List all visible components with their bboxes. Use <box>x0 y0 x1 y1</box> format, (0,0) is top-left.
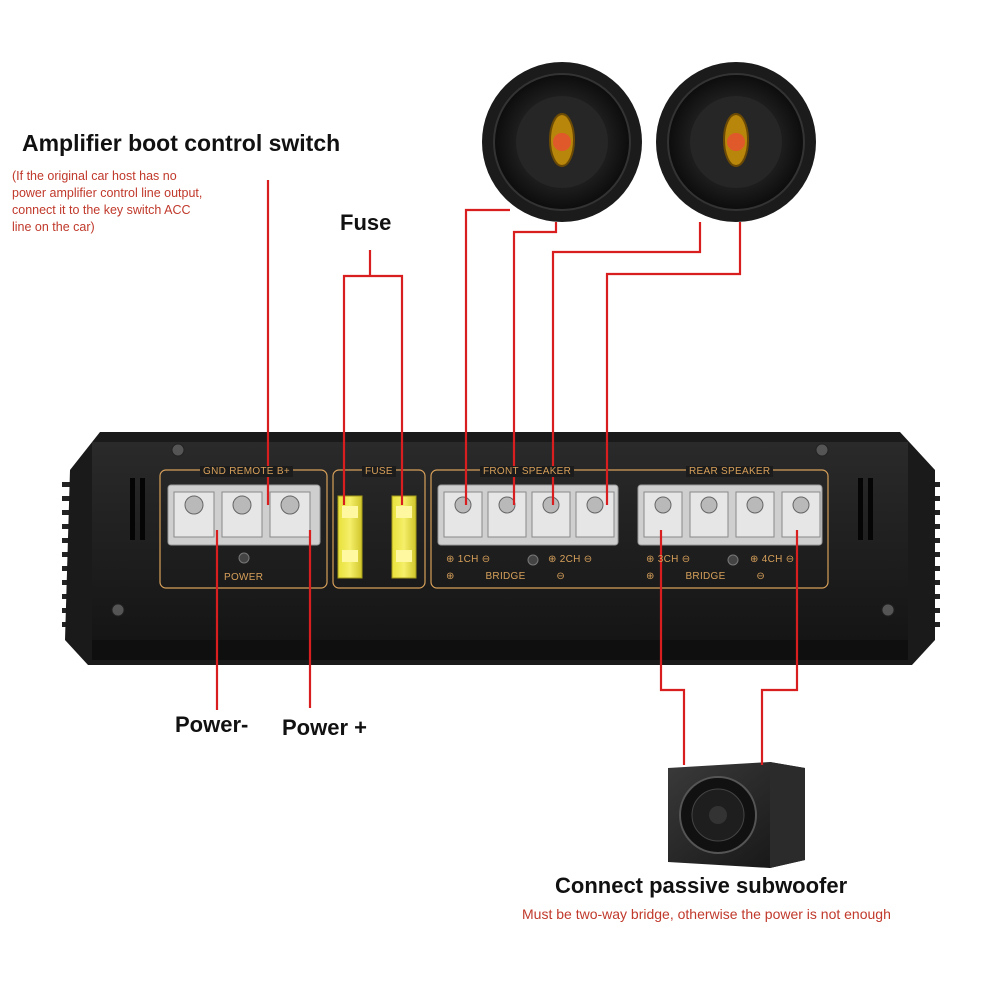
switch-note: (If the original car host has no power a… <box>12 168 262 236</box>
front-speaker-header: FRONT SPEAKER <box>480 466 575 477</box>
fuse-label: Fuse <box>340 210 392 235</box>
ch3-label: ⊕ 3CH ⊖ <box>646 554 691 565</box>
bridge-rear-label: ⊕ BRIDGE ⊖ <box>646 571 766 582</box>
switch-note-line: power amplifier control line output, <box>12 186 203 200</box>
switch-note-line: line on the car) <box>12 220 95 234</box>
front-speaker-right <box>656 62 816 222</box>
ch4-label: ⊕ 4CH ⊖ <box>750 554 795 565</box>
front-speaker-left <box>482 62 642 222</box>
subwoofer-note: Must be two-way bridge, otherwise the po… <box>522 906 891 922</box>
wiring-lines <box>215 180 799 765</box>
rear-speaker-header: REAR SPEAKER <box>686 466 774 477</box>
switch-note-line: connect it to the key switch ACC <box>12 203 191 217</box>
power-footer: POWER <box>224 572 264 583</box>
ch1-label: ⊕ 1CH ⊖ <box>446 554 491 565</box>
fuse-header: FUSE <box>362 466 396 477</box>
subwoofer-title: Connect passive subwoofer <box>555 873 848 898</box>
power-plus-label: Power + <box>282 715 367 740</box>
switch-note-line: (If the original car host has no <box>12 169 177 183</box>
bridge-front-label: ⊕ BRIDGE ⊖ <box>446 571 566 582</box>
power-minus-label: Power- <box>175 712 249 737</box>
ch2-label: ⊕ 2CH ⊖ <box>548 554 593 565</box>
fuses <box>337 495 417 579</box>
subwoofer-box <box>668 762 805 868</box>
power-header: GND REMOTE B+ <box>200 466 293 477</box>
speaker-terminals <box>437 484 823 566</box>
switch-title: Amplifier boot control switch <box>22 130 341 156</box>
power-terminals <box>167 484 321 564</box>
